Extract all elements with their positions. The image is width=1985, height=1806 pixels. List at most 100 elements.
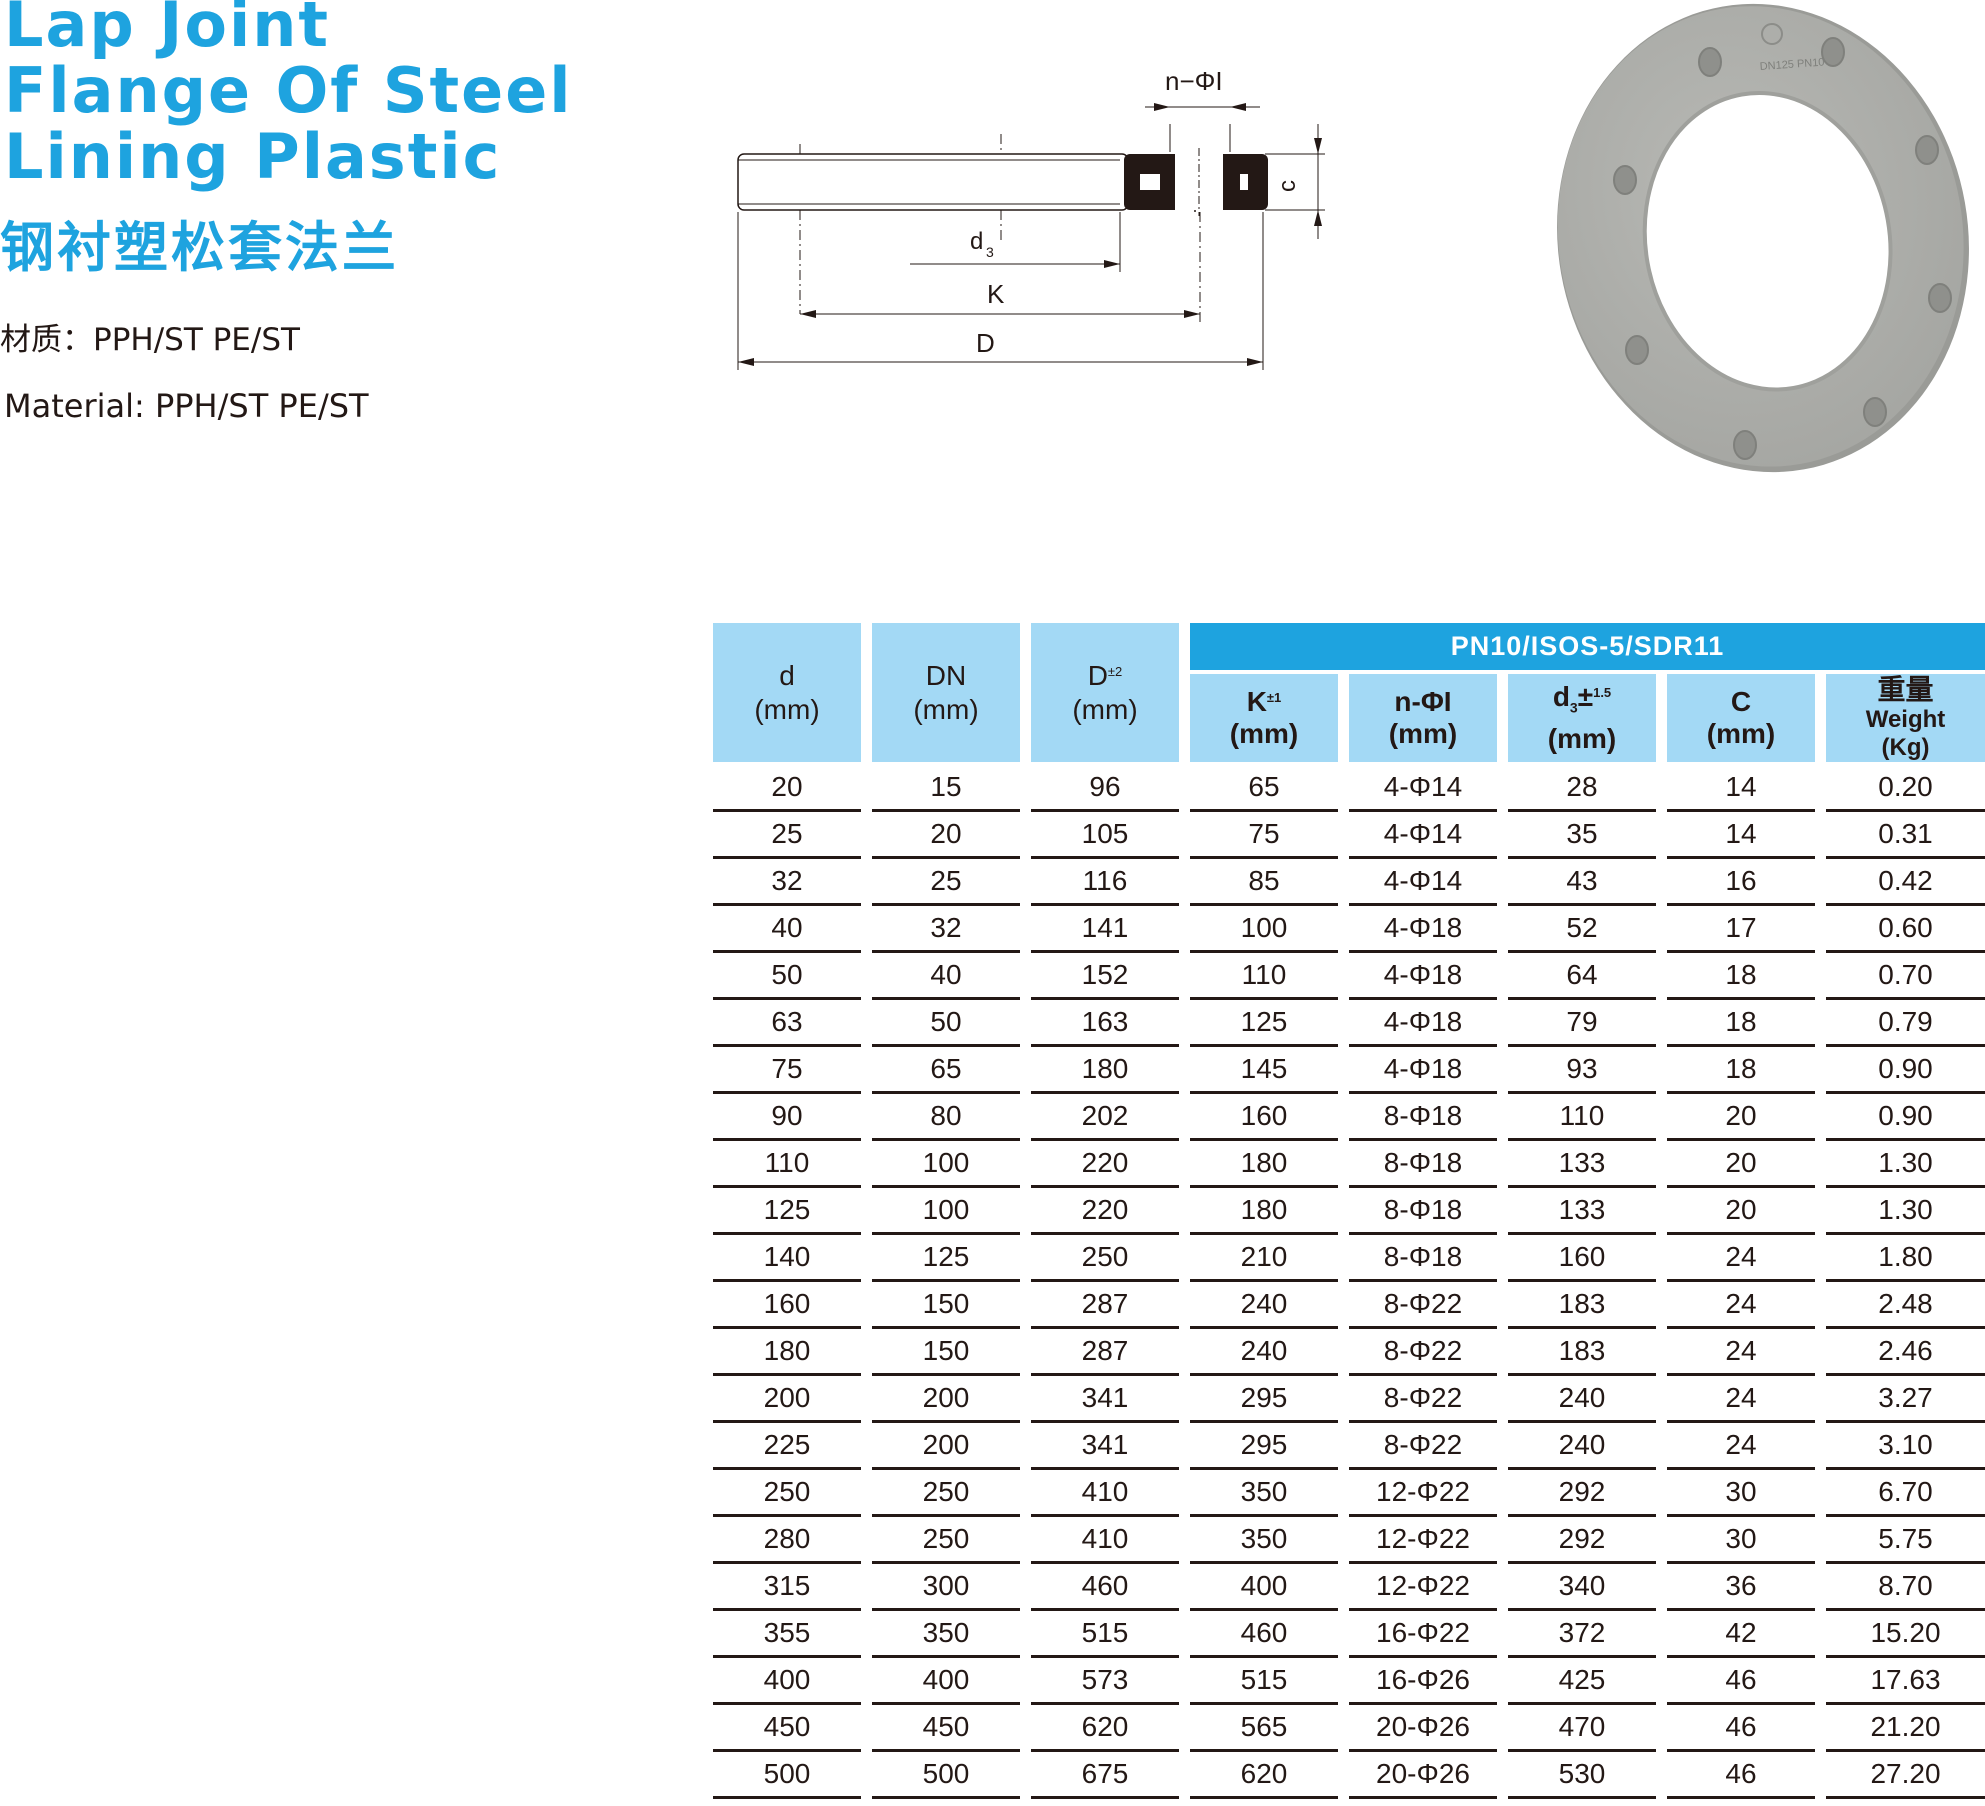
cell-d3: 35 [1508,812,1667,859]
cell-outer-diameter: 220 [1031,1141,1190,1188]
cell-bolt-holes: 4-Φ14 [1349,765,1508,812]
cell-value: 90 [713,1094,861,1141]
cell-bolt-holes: 20-Φ26 [1349,1705,1508,1752]
cell-outer-diameter: 675 [1031,1752,1190,1799]
header-dn-unit: (mm) [913,693,979,725]
cell-value: 79 [1508,1000,1656,1047]
cell-value: 240 [1190,1329,1338,1376]
cell-thickness: 30 [1667,1517,1826,1564]
cell-value: 210 [1190,1235,1338,1282]
cell-value: 315 [713,1564,861,1611]
cell-value: 63 [713,1000,861,1047]
cell-thickness: 18 [1667,953,1826,1000]
cell-value: 8-Φ18 [1349,1235,1497,1282]
cell-thickness: 17 [1667,906,1826,953]
cell-d3: 160 [1508,1235,1667,1282]
cell-value: 20 [1667,1141,1815,1188]
cell-weight: 0.42 [1826,859,1985,906]
cell-value: 4-Φ18 [1349,1047,1497,1094]
cell-value: 35 [1508,812,1656,859]
cell-value: 1.30 [1826,1188,1985,1235]
cell-dn: 200 [872,1423,1031,1470]
cell-value: 180 [713,1329,861,1376]
cell-value: 292 [1508,1517,1656,1564]
cell-d: 225 [713,1423,872,1470]
cell-value: 163 [1031,1000,1179,1047]
cell-d: 315 [713,1564,872,1611]
cell-bolt-circle: 180 [1190,1141,1349,1188]
cell-value: 500 [872,1752,1020,1799]
cell-value: 133 [1508,1141,1656,1188]
cell-value: 470 [1508,1705,1656,1752]
cell-d: 450 [713,1705,872,1752]
cell-value: 4-Φ18 [1349,1000,1497,1047]
cell-value: 460 [1190,1611,1338,1658]
header-outer-diameter: D±2 (mm) [1031,623,1190,765]
cell-thickness: 30 [1667,1470,1826,1517]
cell-d3: 425 [1508,1658,1667,1705]
cell-value: 410 [1031,1517,1179,1564]
cell-bolt-circle: 565 [1190,1705,1349,1752]
cell-thickness: 24 [1667,1329,1826,1376]
header-d3-subscript: 3 [1569,699,1578,716]
header-bolt-holes: n-ΦI (mm) [1349,670,1508,765]
flange-technical-drawing: n−ΦI d 3 K D c [737,66,1325,370]
cell-bolt-circle: 295 [1190,1423,1349,1470]
cell-value: 75 [713,1047,861,1094]
cell-outer-diameter: 116 [1031,859,1190,906]
cell-value: 341 [1031,1376,1179,1423]
header-D-tolerance: ±2 [1107,663,1123,679]
cell-weight: 21.20 [1826,1705,1985,1752]
cell-value: 100 [872,1141,1020,1188]
cell-bolt-circle: 350 [1190,1470,1349,1517]
cell-bolt-holes: 8-Φ22 [1349,1282,1508,1329]
cell-thickness: 24 [1667,1282,1826,1329]
cell-thickness: 20 [1667,1188,1826,1235]
cell-weight: 0.79 [1826,1000,1985,1047]
cell-value: 100 [872,1188,1020,1235]
cell-outer-diameter: 152 [1031,953,1190,1000]
cell-outer-diameter: 141 [1031,906,1190,953]
header-weight: 重量 Weight (Kg) [1826,670,1985,765]
cell-value: 2.48 [1826,1282,1985,1329]
cell-bolt-holes: 20-Φ26 [1349,1752,1508,1799]
cell-bolt-holes: 8-Φ22 [1349,1423,1508,1470]
header-n-unit: (mm) [1388,718,1458,749]
cell-value: 8-Φ22 [1349,1282,1497,1329]
cell-bolt-holes: 12-Φ22 [1349,1564,1508,1611]
cell-value: 12-Φ22 [1349,1470,1497,1517]
cell-dn: 100 [872,1141,1031,1188]
cell-bolt-holes: 8-Φ18 [1349,1094,1508,1141]
cell-value: 75 [1190,812,1338,859]
cell-value: 0.79 [1826,1000,1985,1047]
cell-value: 3.27 [1826,1376,1985,1423]
cell-bolt-circle: 240 [1190,1282,1349,1329]
header-dn-name: DN [925,659,967,691]
cell-thickness: 18 [1667,1047,1826,1094]
cell-value: 133 [1508,1188,1656,1235]
cell-d3: 530 [1508,1752,1667,1799]
cell-value: 295 [1190,1376,1338,1423]
cell-d3: 292 [1508,1470,1667,1517]
cell-value: 110 [1190,953,1338,1000]
cell-value: 17 [1667,906,1815,953]
cell-value: 200 [872,1423,1020,1470]
cell-d: 180 [713,1329,872,1376]
cell-weight: 27.20 [1826,1752,1985,1799]
cell-d3: 292 [1508,1517,1667,1564]
header-d-unit: (mm) [754,693,820,725]
cell-value: 110 [1508,1094,1656,1141]
cell-weight: 2.48 [1826,1282,1985,1329]
cell-bolt-holes: 4-Φ18 [1349,953,1508,1000]
cell-value: 300 [872,1564,1020,1611]
cell-value: 3.10 [1826,1423,1985,1470]
cell-bolt-circle: 620 [1190,1752,1349,1799]
cell-dn: 125 [872,1235,1031,1282]
cell-value: 8-Φ18 [1349,1188,1497,1235]
cell-outer-diameter: 250 [1031,1235,1190,1282]
